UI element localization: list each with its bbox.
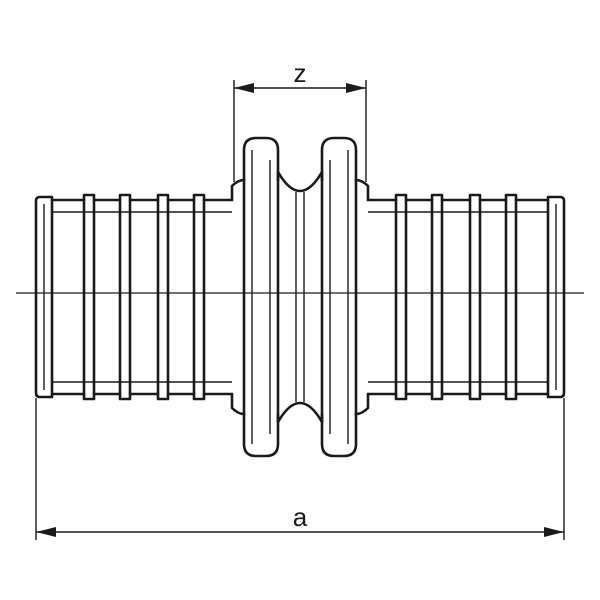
- z-arrow-right: [346, 83, 366, 93]
- a-arrow-right: [544, 527, 564, 537]
- right-tube-rings: [394, 198, 518, 396]
- right-end-cap: [546, 195, 566, 399]
- z-arrow-left: [234, 83, 254, 93]
- a-arrow-left: [36, 527, 56, 537]
- z-label: z: [294, 58, 307, 88]
- central-collar: [230, 136, 370, 458]
- left-end-cap: [34, 195, 54, 399]
- dimension-a: a: [35, 398, 565, 540]
- left-tube-inner-lines: [52, 211, 232, 383]
- right-tube-inner-lines: [368, 211, 548, 383]
- a-label: a: [293, 502, 308, 532]
- left-tube-rings: [82, 198, 206, 396]
- right-tube-body: [366, 193, 550, 401]
- dimension-z: z: [233, 58, 367, 182]
- left-tube-body: [50, 193, 234, 401]
